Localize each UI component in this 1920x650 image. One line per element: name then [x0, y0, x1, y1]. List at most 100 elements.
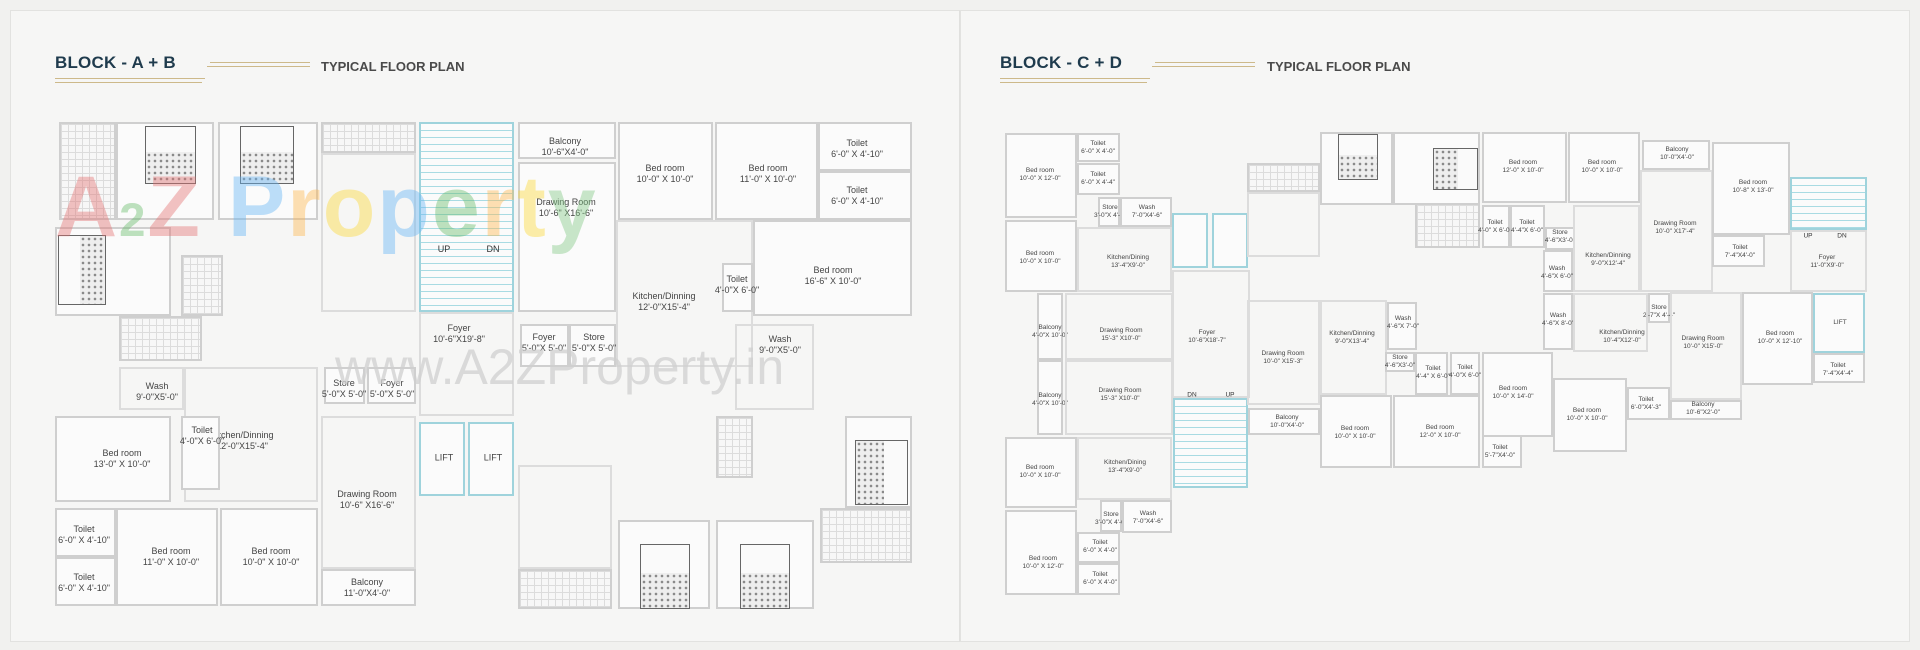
room-dimensions: 11'-0" X 10'-0": [142, 557, 200, 567]
title-underline: [55, 82, 202, 83]
room-dimensions: 12'-0"X15'-4": [216, 441, 268, 451]
room-wash: [1120, 197, 1172, 227]
room-name: Bed room: [151, 546, 191, 557]
room-balcony: [1670, 400, 1742, 420]
room-name: Toilet: [1519, 219, 1535, 227]
room-toilet: [1415, 352, 1448, 395]
room-dimensions: 4'-0"X 6'-0": [179, 436, 225, 446]
bed-icon: [855, 440, 908, 505]
room-balcony: [1037, 360, 1063, 435]
room-store: [569, 324, 616, 367]
room-name: Wash: [1394, 315, 1412, 323]
room-name: Drawing Room: [1681, 335, 1725, 343]
room-name: Toilet: [1492, 444, 1508, 452]
staircase: [1173, 398, 1248, 488]
room-dimensions: 10'-0" X 10'-0": [1581, 167, 1623, 174]
room-toilet: [1813, 353, 1865, 383]
room-dimensions: 10'-6"X2'-0": [1686, 409, 1720, 416]
quilt-pattern: [641, 573, 689, 608]
quilt-pattern: [1434, 149, 1458, 189]
room-dimensions: 4'-0"X 6'-0": [1448, 372, 1482, 379]
tiled-area: [716, 416, 753, 478]
room-dimensions: 10'-0" X 10'-0": [1019, 258, 1061, 265]
room-name: Foyer: [380, 378, 404, 389]
room-name: LIFT: [483, 452, 503, 463]
room-dimensions: 10'-0" X 10'-0": [1334, 433, 1376, 440]
room-name: Bed room: [251, 546, 291, 557]
room-store: [1648, 293, 1670, 323]
room-dimensions: 4'-6"X3'-0": [1384, 362, 1416, 369]
room-wash: [1122, 500, 1172, 533]
room-name: Bed room: [1498, 385, 1528, 393]
title-underline: [210, 62, 310, 63]
room-name: Bed room: [1028, 555, 1058, 563]
room-toilet: [1077, 133, 1120, 162]
room-name: Store: [1102, 204, 1118, 212]
room-label: LIFT: [435, 453, 454, 464]
room-dimensions: 7'-0"X4'-6": [1131, 212, 1163, 219]
room-wash: [735, 324, 814, 410]
room-toilet: [55, 508, 116, 557]
room-dimensions: 13'-0" X 10'-0": [93, 459, 151, 469]
room-toilet: [818, 122, 912, 171]
room-dimensions: 4'-6"X 6'-0": [1540, 273, 1574, 280]
room-dimensions: 12'-0" X 10'-0": [1419, 432, 1461, 439]
room-wash: [119, 367, 184, 410]
room-balcony: [1037, 293, 1063, 360]
room-name: LIFT: [1833, 319, 1847, 327]
room-dimensions: 10'-0" X 10'-0": [242, 557, 300, 567]
tiled-area: [1415, 203, 1480, 248]
room-name: Balcony: [1038, 392, 1062, 400]
room-dimensions: 4'-0"X 6'-0": [714, 285, 760, 295]
room-dimensions: 6'-0" X 4'-10": [831, 149, 883, 159]
room-name: Bed room: [1425, 424, 1455, 432]
room-dimensions: 6'-0" X 4'-4": [1081, 179, 1115, 186]
plan-title-ab: TYPICAL FLOOR PLAN: [321, 59, 465, 74]
room-dimensions: 10'-4"X12'-0": [1603, 337, 1641, 344]
room-dimensions: 4'-6"X3'-0": [1544, 237, 1576, 244]
room-toilet: [722, 263, 753, 312]
room-name: Kitchen/Dinning: [632, 291, 696, 302]
room-name: Kitchen/Dinning: [1585, 252, 1631, 260]
room-name: Balcony: [1038, 324, 1062, 332]
room-dimensions: 4'-4" X 6'-0": [1416, 373, 1450, 380]
room-name: Store: [1651, 304, 1667, 312]
quilt-pattern: [856, 441, 885, 504]
room-store: [324, 367, 365, 404]
bed-icon: [145, 126, 196, 184]
room-toilet: [1450, 352, 1480, 395]
room-store: [1098, 197, 1120, 227]
room-toilet: [1510, 205, 1545, 248]
room-dimensions: 4'-6"X 7'-0": [1386, 323, 1420, 330]
room-name: Bed room: [813, 265, 853, 276]
room-foyer: [1172, 270, 1250, 398]
plan-title-cd: TYPICAL FLOOR PLAN: [1267, 59, 1411, 74]
room-dimensions: 5'-7"X4'-0": [1484, 452, 1516, 459]
room-bed-room: [1742, 292, 1813, 385]
bed-icon: [58, 235, 106, 305]
room-kitchen-dinning: [1573, 293, 1648, 352]
room-bed-room: [1005, 510, 1077, 595]
room-wash: [1543, 250, 1573, 292]
block-title-cd: BLOCK - C + D: [1000, 53, 1123, 72]
room-dimensions: 5'-0"X 5'-0": [369, 389, 415, 399]
room-name: Drawing Room: [1653, 220, 1697, 228]
room-name: LIFT: [434, 452, 454, 463]
room-name: Toilet: [1487, 219, 1503, 227]
